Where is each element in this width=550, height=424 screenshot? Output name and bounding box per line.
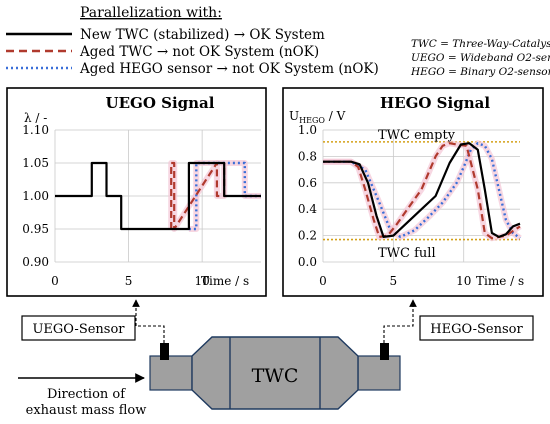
hego-series [323,140,522,242]
uego-chart: UEGO Signal λ / - Time / s 0.90 0.95 1.00 1… [22,94,261,288]
abbr-twc: TWC = Three-Way-Catalyst [411,38,550,50]
hego-ticks: 0.0 0.2 0.4 0.6 0.8 1.0 0 5 10 [298,123,471,288]
hego-connector [383,299,417,343]
uego-ticks: 0.90 0.95 1.00 1.05 1.10 0 5 10 [22,123,210,288]
flow-direction-line1: Direction of [47,387,126,402]
hego-series-aged_twc [323,142,521,240]
catalyst-body [191,336,359,410]
uego-chart-title: UEGO Signal [106,94,215,112]
hego-x-tick-1: 5 [390,274,398,288]
hego-chart: HEGO Signal UHEGO / V Time / s 0.0 0.2 0.4… [289,94,524,288]
uego-x-tick-1: 5 [125,274,133,288]
hego-y-tick-3: 0.6 [298,176,317,190]
hego-x-tick-0: 0 [319,274,327,288]
hego-y-axis-label-u: U [289,109,299,123]
uego-sensor-label: UEGO-Sensor [32,322,125,337]
uego-sensor-box [21,315,136,341]
uego-connector [132,299,165,343]
hego-y-axis-label: UHEGO / V [289,109,346,125]
hego-sensor-label: HEGO-Sensor [430,322,523,337]
uego-x-axis-label: Time / s [201,274,249,288]
abbr-uego: UEGO = Wideband O2-sensor [411,52,550,64]
inlet-pipe [149,355,193,391]
outlet-pipe [357,355,401,391]
catalyst-label: TWC [252,365,299,387]
legend-title: Parallelization with: [80,5,222,21]
hego-sensor-box [419,315,534,341]
hego-x-tick-2: 10 [456,274,471,288]
hego-y-axis-label-sub: HEGO [299,116,325,125]
hego-reference-lines [323,141,520,241]
uego-y-tick-2: 1.00 [22,189,49,203]
legend-label-aged-twc: Aged TWC → not OK System (nOK) [79,44,319,60]
uego-series [55,160,261,232]
abbr-hego: HEGO = Binary O2-sensor [410,66,550,78]
uego-x-tick-0: 0 [51,274,59,288]
hego-y-axis-label-unit: / V [325,109,346,123]
uego-y-tick-4: 1.10 [22,123,49,137]
hego-y-tick-5: 1.0 [298,123,317,137]
uego-series-new [55,161,261,231]
uego-series-aged_twc [170,161,226,231]
flow-direction-line2: exhaust mass flow [26,403,147,418]
hego-x-axis-label: Time / s [476,274,524,288]
catalyst-assembly: TWC [149,336,401,410]
uego-y-axis-label: λ / - [24,111,47,125]
abbreviation-notes: TWC = Three-Way-Catalyst UEGO = Wideband… [410,38,550,78]
hego-sensor [380,343,389,360]
uego-x-tick-2: 10 [195,274,210,288]
uego-series-aged_hego [188,161,261,231]
hego-y-tick-0: 0.0 [298,255,317,269]
hego-y-tick-2: 0.4 [298,202,317,216]
uego-y-tick-0: 0.90 [22,255,49,269]
legend: Parallelization with: New TWC (stabilize… [6,5,379,77]
hego-series-new [323,142,521,238]
twc-full-label: TWC full [378,246,436,261]
uego-y-tick-3: 1.05 [22,156,49,170]
twc-empty-label: TWC empty [378,128,456,143]
hego-chart-title: HEGO Signal [380,94,490,112]
hego-y-tick-4: 0.8 [298,149,317,163]
legend-label-aged-hego: Aged HEGO sensor → not OK System (nOK) [79,61,379,77]
uego-sensor [160,343,169,360]
uego-y-tick-1: 0.95 [22,222,49,236]
legend-label-new: New TWC (stabilized) → OK System [80,27,325,43]
hego-series-aged_hego [323,141,521,240]
hego-y-tick-1: 0.2 [298,229,317,243]
